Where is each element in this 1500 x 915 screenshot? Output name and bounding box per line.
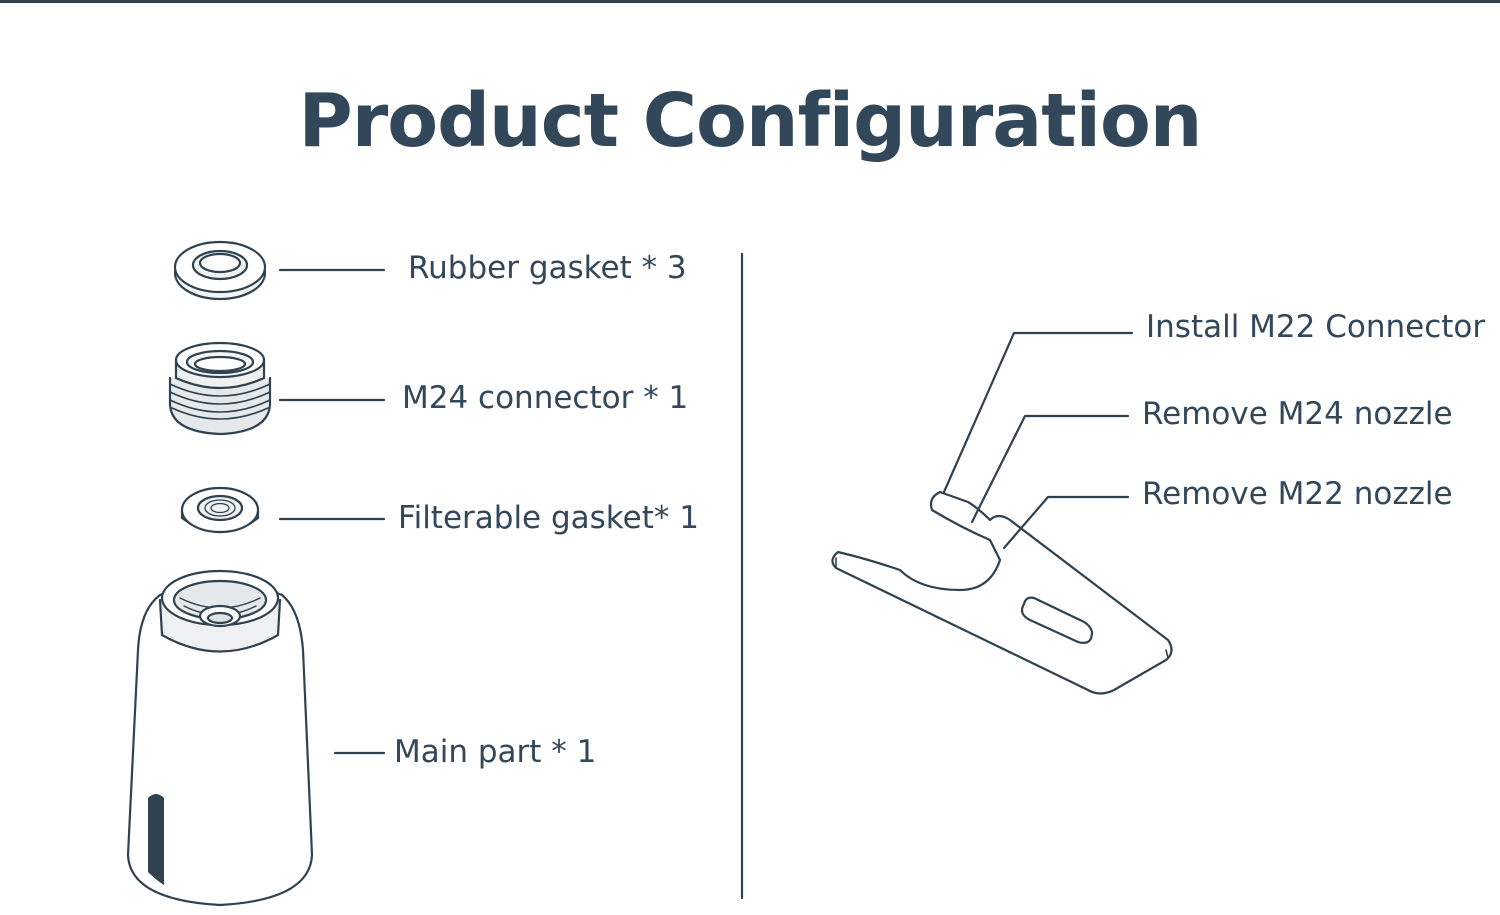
rubber-gasket-icon [173,240,267,301]
leader-line-remove-m22 [1002,495,1130,550]
top-rule [0,0,1500,3]
leader-line-install-m22 [942,331,1134,494]
callout-label-install-m22: Install M22 Connector [1146,309,1486,345]
wrench-icon [831,490,1173,695]
part-label-rubber-gasket: Rubber gasket * 3 [408,250,687,286]
part-label-m24-connector: M24 connector * 1 [402,380,689,416]
part-label-filterable-gasket: Filterable gasket* 1 [398,500,699,536]
main-part-icon [126,569,314,907]
m24-connector-icon [168,341,272,436]
part-label-main-part: Main part * 1 [394,734,597,770]
filterable-gasket-icon [180,486,260,534]
callout-label-remove-m24: Remove M24 nozzle [1142,396,1453,432]
page-title: Product Configuration [298,78,1203,164]
callout-label-remove-m22: Remove M22 nozzle [1142,476,1453,512]
leader-line-remove-m24 [970,414,1130,524]
